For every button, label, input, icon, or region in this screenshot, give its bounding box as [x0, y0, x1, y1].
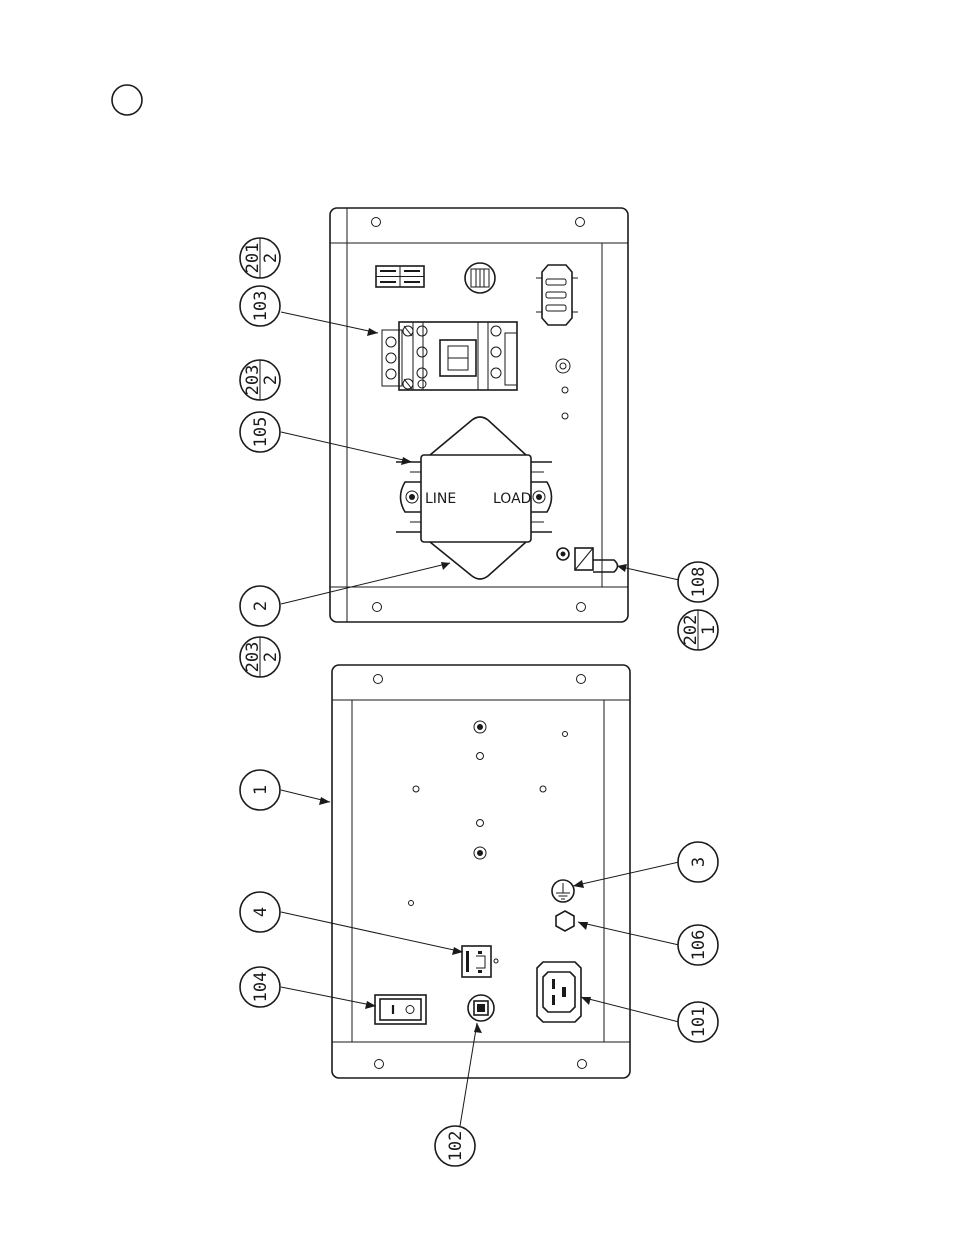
circuit-breaker — [468, 995, 494, 1021]
callout-106-number: 106 — [689, 930, 709, 961]
power-inlet — [537, 962, 581, 1022]
callout-106: 106 — [678, 925, 718, 965]
callout-203-lower-number: 203 — [243, 642, 263, 673]
callout-202-qty: 1 — [699, 625, 719, 635]
callout-108: 108 — [678, 562, 718, 602]
filter-load-label: LOAD — [493, 491, 531, 507]
callout-202: 202 1 — [678, 610, 719, 650]
callout-105: 105 — [240, 412, 280, 452]
callout-104: 104 — [240, 967, 280, 1007]
callout-3-number: 3 — [689, 857, 709, 867]
reference-circle — [112, 85, 142, 115]
callout-203-upper-qty: 2 — [261, 375, 281, 385]
callout-203-lower-qty: 2 — [261, 652, 281, 662]
callout-101: 101 — [678, 1002, 718, 1042]
leader-lines — [281, 312, 679, 1126]
callout-4: 4 — [240, 892, 280, 932]
callout-4-number: 4 — [251, 907, 271, 917]
callout-1: 1 — [240, 770, 280, 810]
callout-2: 2 — [240, 586, 280, 626]
callout-102-number: 102 — [446, 1131, 466, 1162]
fuse-holder — [465, 263, 495, 293]
ground-lug — [557, 548, 618, 572]
callout-203-lower: 203 2 — [240, 637, 281, 677]
rocker-switch — [375, 995, 426, 1024]
callout-203-upper: 203 2 — [240, 360, 281, 400]
terminal-block — [376, 266, 424, 287]
callout-201: 201 2 — [240, 238, 281, 278]
fuse-block — [462, 946, 491, 977]
callout-108-number: 108 — [689, 567, 709, 598]
filter-line-label: LINE — [425, 491, 456, 507]
lower-panel — [332, 665, 630, 1078]
callout-104-number: 104 — [251, 972, 271, 1003]
callout-103: 103 — [240, 286, 280, 326]
hex-nut — [556, 911, 574, 931]
power-inlet-rear — [536, 265, 578, 325]
callout-201-number: 201 — [243, 243, 263, 274]
callout-103-number: 103 — [251, 291, 271, 322]
callout-1-number: 1 — [251, 785, 271, 795]
callout-101-number: 101 — [689, 1007, 709, 1038]
upper-panel: LINE LOAD — [330, 208, 628, 622]
callout-202-number: 202 — [681, 615, 701, 646]
ground-symbol-icon — [552, 880, 574, 902]
callout-3: 3 — [678, 842, 718, 882]
callout-2-number: 2 — [251, 601, 271, 611]
callout-201-qty: 2 — [261, 253, 281, 263]
callout-105-number: 105 — [251, 417, 271, 448]
callout-203-upper-number: 203 — [243, 365, 263, 396]
line-filter: LINE LOAD — [396, 417, 552, 579]
callout-102: 102 — [435, 1126, 475, 1166]
contactor — [382, 322, 517, 390]
